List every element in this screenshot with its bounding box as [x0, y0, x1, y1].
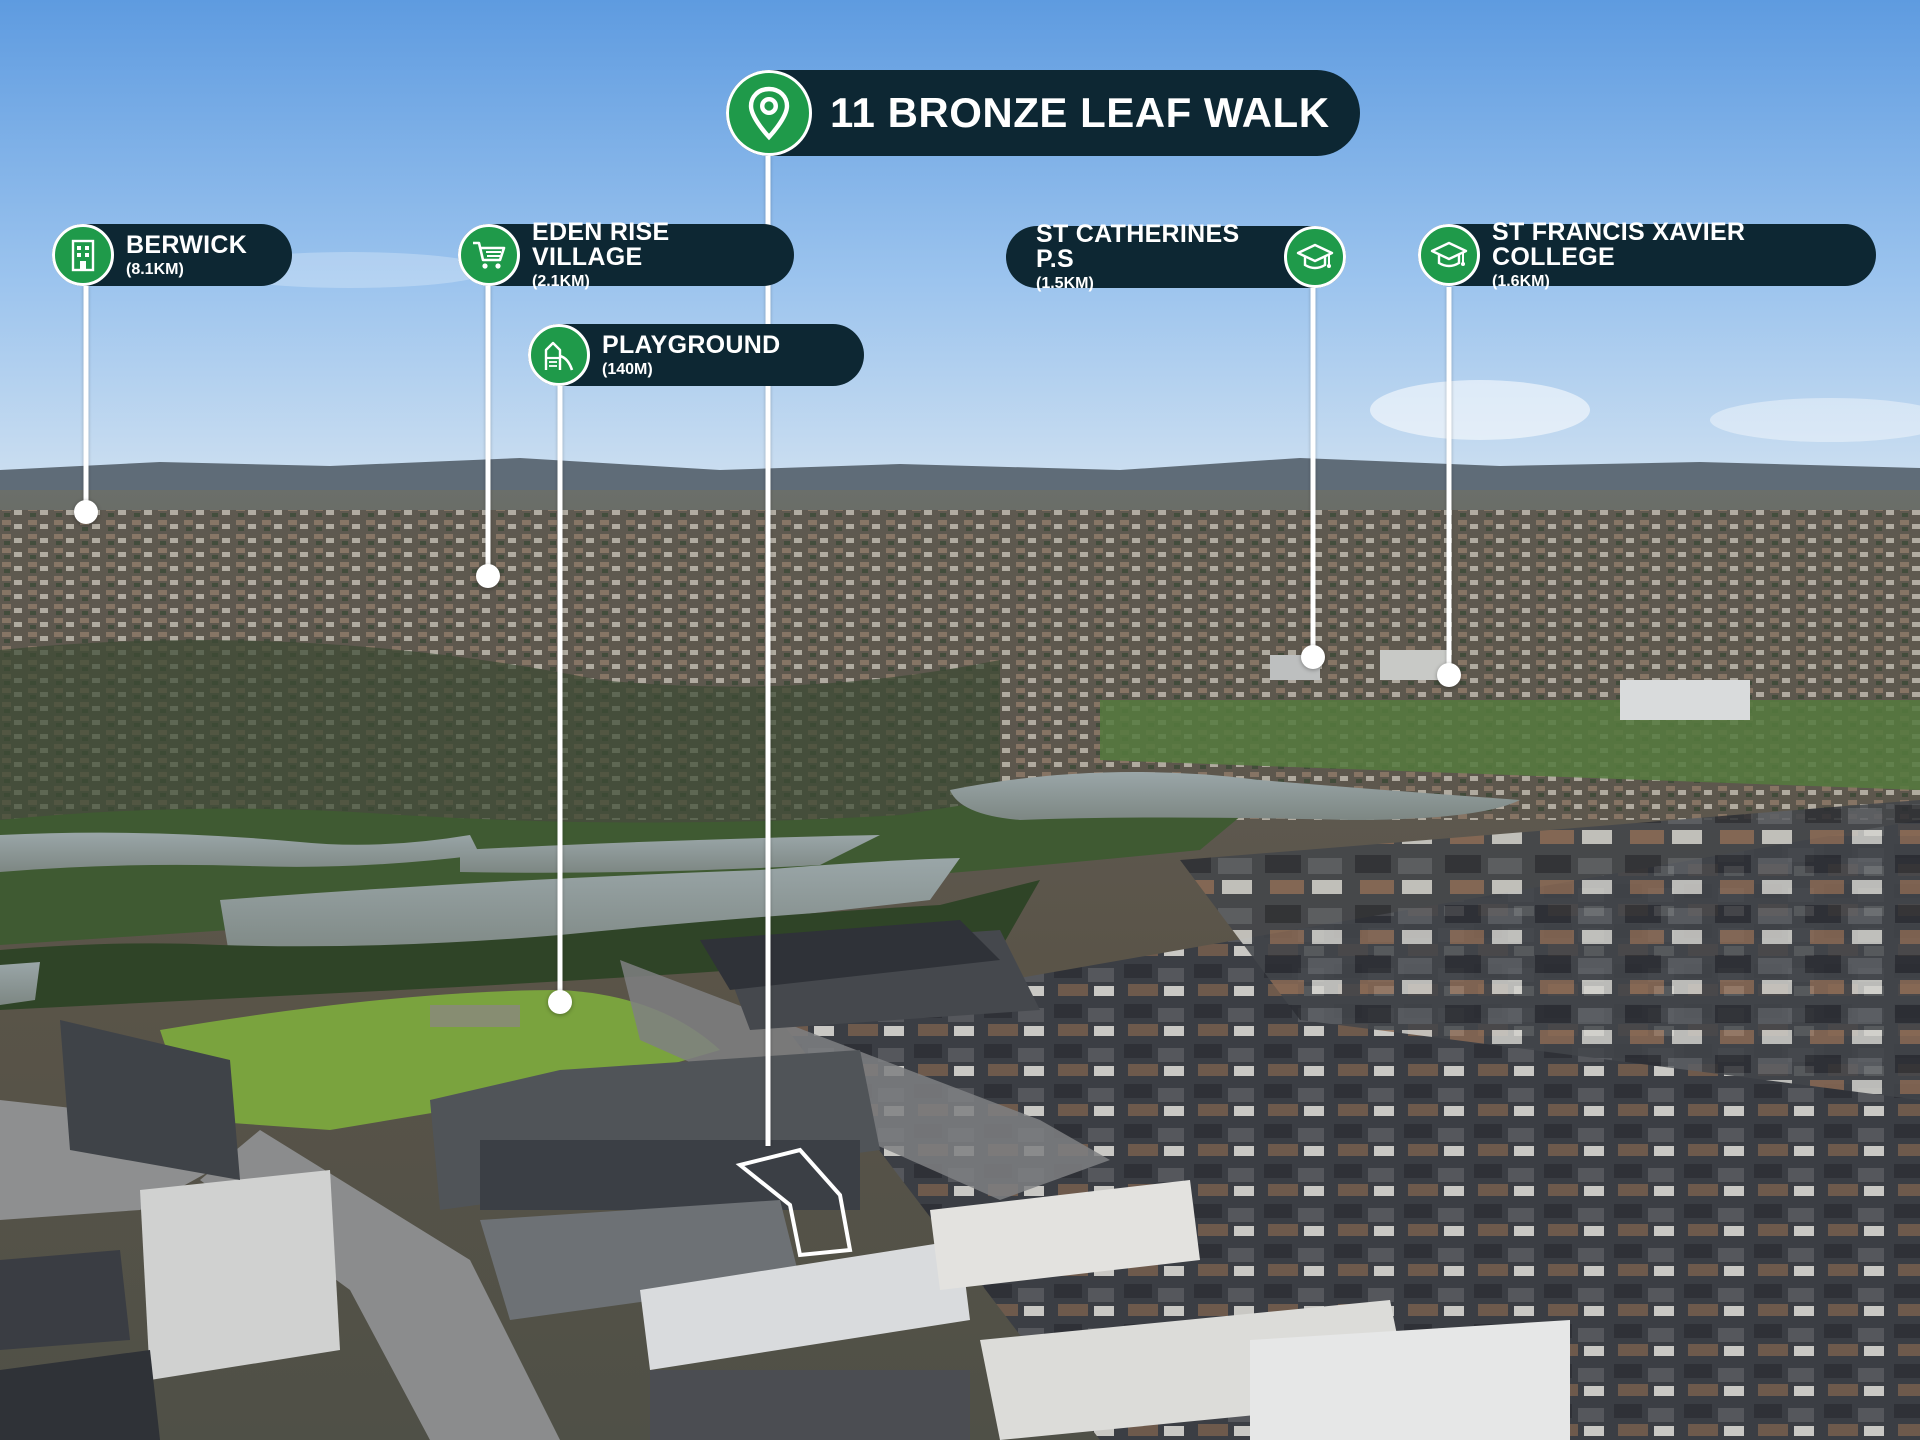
poi-name: ST FRANCIS XAVIER COLLEGE: [1492, 218, 1746, 271]
leader-line-main: [765, 156, 771, 1146]
poi-distance: (140M): [602, 360, 653, 378]
poi-distance: (1.6KM): [1492, 273, 1550, 290]
building-icon: [52, 224, 114, 286]
address-title: 11 BRONZE LEAF WALK: [830, 89, 1330, 136]
leader-line-berwick: [83, 286, 89, 512]
marker-eden-rise: [476, 564, 500, 588]
marker-berwick: [74, 500, 98, 524]
poi-name: BERWICK: [126, 230, 248, 259]
marker-st-catherines: [1301, 645, 1325, 669]
leader-line-eden-rise: [485, 286, 491, 576]
poi-label-playground: PLAYGROUND (140M): [528, 324, 864, 386]
poi-label-st-catherines: ST CATHERINES P.S (1.5KM): [1006, 222, 1346, 292]
shopping-cart-icon: [458, 224, 520, 286]
leader-line-st-francis: [1446, 287, 1452, 675]
poi-label-berwick: BERWICK (8.1KM): [52, 224, 292, 286]
leader-line-st-catherines: [1310, 287, 1316, 657]
marker-st-francis: [1437, 663, 1461, 687]
poi-name: ST CATHERINES P.S: [1036, 220, 1240, 273]
poi-distance: (8.1KM): [126, 260, 184, 278]
graduation-cap-icon: [1418, 224, 1480, 286]
map-pin-icon: [726, 70, 812, 156]
leader-line-playground: [557, 386, 563, 1002]
address-label: 11 BRONZE LEAF WALK: [726, 70, 1360, 156]
poi-name: PLAYGROUND: [602, 330, 781, 359]
poi-label-eden-rise-village: EDEN RISE VILLAGE (2.1KM): [458, 220, 794, 290]
poi-name: EDEN RISE VILLAGE: [532, 218, 670, 271]
playground-icon: [528, 324, 590, 386]
poi-distance: (1.5KM): [1036, 275, 1094, 292]
marker-playground: [548, 990, 572, 1014]
graduation-cap-icon: [1284, 226, 1346, 288]
poi-distance: (2.1KM): [532, 273, 590, 290]
poi-label-st-francis-xavier: ST FRANCIS XAVIER COLLEGE (1.6KM): [1418, 220, 1876, 290]
